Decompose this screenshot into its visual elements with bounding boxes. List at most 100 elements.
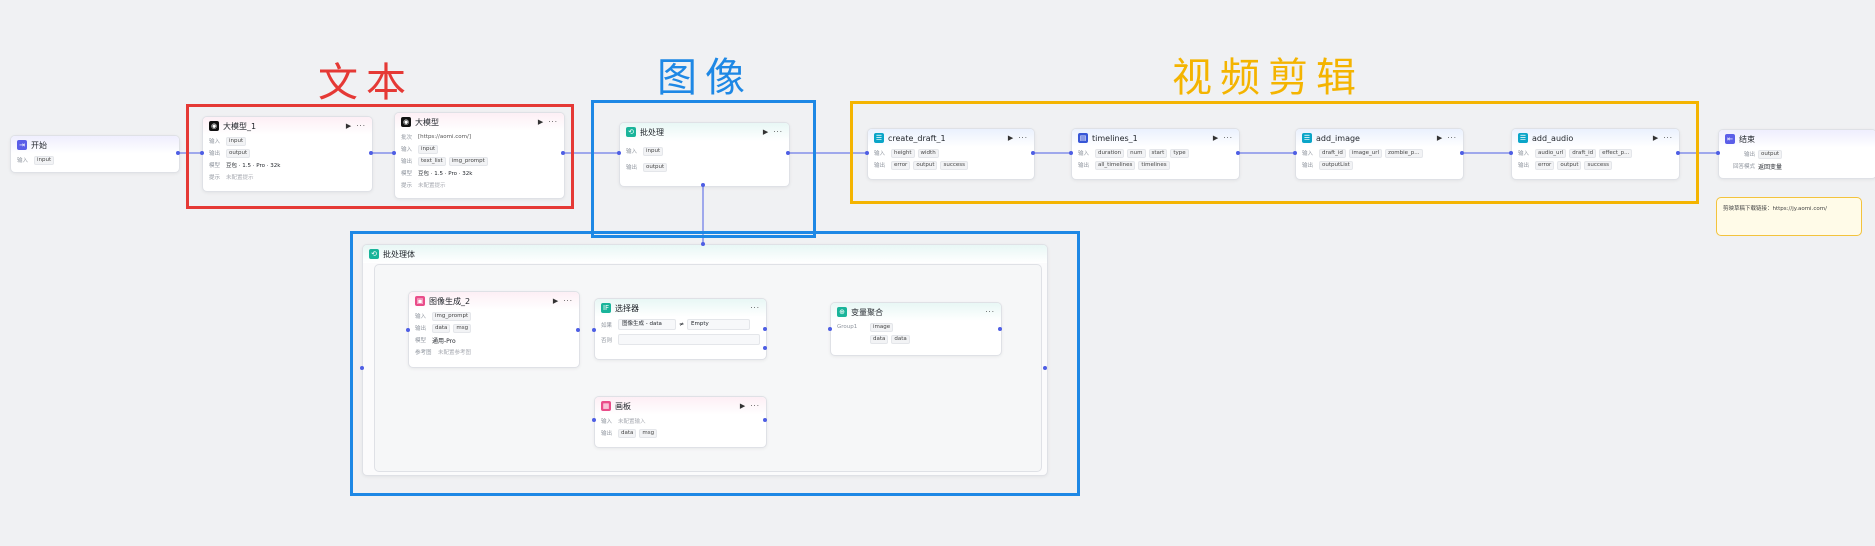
more-icon[interactable]: ···	[750, 304, 760, 312]
port[interactable]	[592, 418, 596, 422]
node-title: timelines_1	[1092, 133, 1138, 143]
more-icon[interactable]: ···	[750, 402, 760, 410]
run-icon[interactable]: ▶	[762, 128, 770, 136]
selector-node[interactable]: IF 选择器 ··· 如果图像生成 - data≠Empty 否则	[594, 298, 767, 360]
plugin-icon: ☰	[874, 133, 884, 143]
port[interactable]	[1031, 151, 1035, 155]
more-icon[interactable]: ···	[1223, 134, 1233, 142]
port[interactable]	[1069, 151, 1073, 155]
port[interactable]	[1716, 151, 1720, 155]
image-section-label: 图像	[657, 55, 753, 101]
more-icon[interactable]: ···	[548, 118, 558, 126]
aggregator-icon: ⊕	[837, 307, 847, 317]
more-icon[interactable]: ···	[356, 122, 366, 130]
run-icon[interactable]: ▶	[552, 297, 560, 305]
text-frame	[186, 104, 574, 209]
image-gen-icon: ▣	[415, 296, 425, 306]
run-icon[interactable]: ▶	[1436, 134, 1444, 142]
llm-icon: ◉	[401, 117, 411, 127]
node-title: 变量聚合	[851, 307, 883, 317]
selector-icon: IF	[601, 303, 611, 313]
llm-icon: ◉	[209, 121, 219, 131]
more-icon[interactable]: ···	[1018, 134, 1028, 142]
port[interactable]	[360, 366, 364, 370]
model-name: 豆包 · 1.5 · Pro · 32k	[226, 163, 281, 169]
node-title: 大模型	[415, 117, 439, 127]
sticky-note[interactable]: 剪映草稿下载链接：https://jy.aomi.com/	[1716, 197, 1862, 236]
more-icon[interactable]: ···	[773, 128, 783, 136]
port[interactable]	[701, 242, 705, 246]
video-section-label: 视频剪辑	[1172, 55, 1364, 101]
run-icon[interactable]: ▶	[1212, 134, 1220, 142]
node-title: add_image	[1316, 133, 1360, 143]
node-title: 批处理体	[383, 249, 415, 259]
port[interactable]	[406, 328, 410, 332]
timeline-icon: ▤	[1078, 133, 1088, 143]
node-title: 画板	[615, 401, 631, 411]
end-icon: ⇤	[1725, 134, 1735, 144]
run-icon[interactable]: ▶	[537, 118, 545, 126]
condition-left[interactable]: 图像生成 - data	[618, 319, 676, 330]
port[interactable]	[576, 328, 580, 332]
video-frame	[850, 101, 1699, 204]
run-icon[interactable]: ▶	[1652, 134, 1660, 142]
port[interactable]	[176, 151, 180, 155]
port[interactable]	[1043, 366, 1047, 370]
run-icon[interactable]: ▶	[739, 402, 747, 410]
port[interactable]	[763, 327, 767, 331]
port[interactable]	[763, 346, 767, 350]
batch-body-icon: ⟲	[369, 249, 379, 259]
port[interactable]	[200, 151, 204, 155]
port[interactable]	[763, 418, 767, 422]
port[interactable]	[1509, 151, 1513, 155]
run-icon[interactable]: ▶	[1007, 134, 1015, 142]
port[interactable]	[828, 327, 832, 331]
port[interactable]	[592, 328, 596, 332]
condition-right[interactable]: Empty	[687, 319, 751, 330]
run-icon[interactable]: ▶	[345, 122, 353, 130]
node-title: 选择器	[615, 303, 639, 313]
port[interactable]	[1293, 151, 1297, 155]
variable-chip: input	[34, 155, 55, 165]
note-text: 剪映草稿下载链接：https://jy.aomi.com/	[1723, 206, 1827, 212]
plugin-icon: ☰	[1518, 133, 1528, 143]
more-icon[interactable]: ···	[1447, 134, 1457, 142]
port[interactable]	[369, 151, 373, 155]
port[interactable]	[1236, 151, 1240, 155]
port[interactable]	[701, 183, 705, 187]
more-icon[interactable]: ···	[985, 308, 995, 316]
text-section-label: 文本	[318, 60, 414, 106]
port[interactable]	[617, 151, 621, 155]
port[interactable]	[998, 327, 1002, 331]
port[interactable]	[786, 151, 790, 155]
more-icon[interactable]: ···	[563, 297, 573, 305]
else-branch	[618, 334, 760, 345]
image-frame	[591, 100, 816, 238]
node-title: 开始	[31, 140, 47, 150]
port[interactable]	[865, 151, 869, 155]
port[interactable]	[1676, 151, 1680, 155]
more-icon[interactable]: ···	[1663, 134, 1673, 142]
node-title: add_audio	[1532, 133, 1574, 143]
start-icon: ⇥	[17, 140, 27, 150]
port[interactable]	[392, 151, 396, 155]
port[interactable]	[1460, 151, 1464, 155]
batch-icon: ⟲	[626, 127, 636, 137]
port[interactable]	[561, 151, 565, 155]
plugin-icon: ☰	[1302, 133, 1312, 143]
node-title: create_draft_1	[888, 133, 946, 143]
node-title: 大模型_1	[223, 121, 257, 131]
